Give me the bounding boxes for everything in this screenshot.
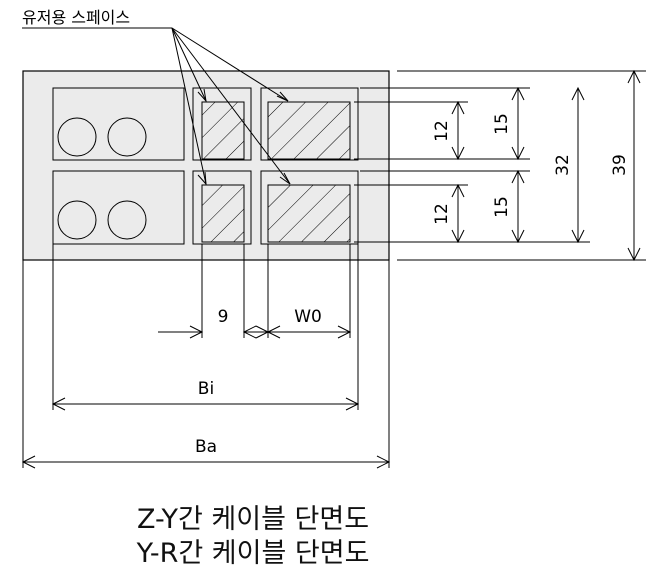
user-space-small-top xyxy=(201,101,245,160)
user-space-wide-bottom xyxy=(267,184,351,243)
vertical-dimensions xyxy=(451,69,641,262)
user-space-label: 유저용 스페이스 xyxy=(22,8,130,27)
cable-circle xyxy=(107,200,147,240)
cable-circle xyxy=(107,117,147,157)
dim-label-32: 32 xyxy=(553,154,573,176)
dim-label-ba: Ba xyxy=(195,437,217,457)
horizontal-dimensions xyxy=(21,325,391,469)
extension-lines xyxy=(354,70,646,261)
dim-label-bi: Bi xyxy=(198,379,214,399)
caption-y-r: Y-R간 케이블 단면도 xyxy=(136,538,370,569)
user-space-wide-top xyxy=(267,101,351,160)
dim-label-15-bottom: 15 xyxy=(492,196,512,218)
leader-arrows xyxy=(171,27,291,186)
user-space-small-bottom xyxy=(201,184,245,243)
cable-circle xyxy=(57,200,97,240)
caption-z-y: Z-Y간 케이블 단면도 xyxy=(136,504,370,535)
cable-circle xyxy=(57,117,97,157)
dim-label-12-top: 12 xyxy=(432,120,452,142)
dim-label-9: 9 xyxy=(218,307,229,327)
bottom-extension-lines xyxy=(22,244,390,468)
dim-label-w0: W0 xyxy=(294,307,322,327)
dim-label-12-bottom: 12 xyxy=(432,203,452,225)
dim-label-15-top: 15 xyxy=(492,113,512,135)
dim-label-39: 39 xyxy=(610,154,630,176)
